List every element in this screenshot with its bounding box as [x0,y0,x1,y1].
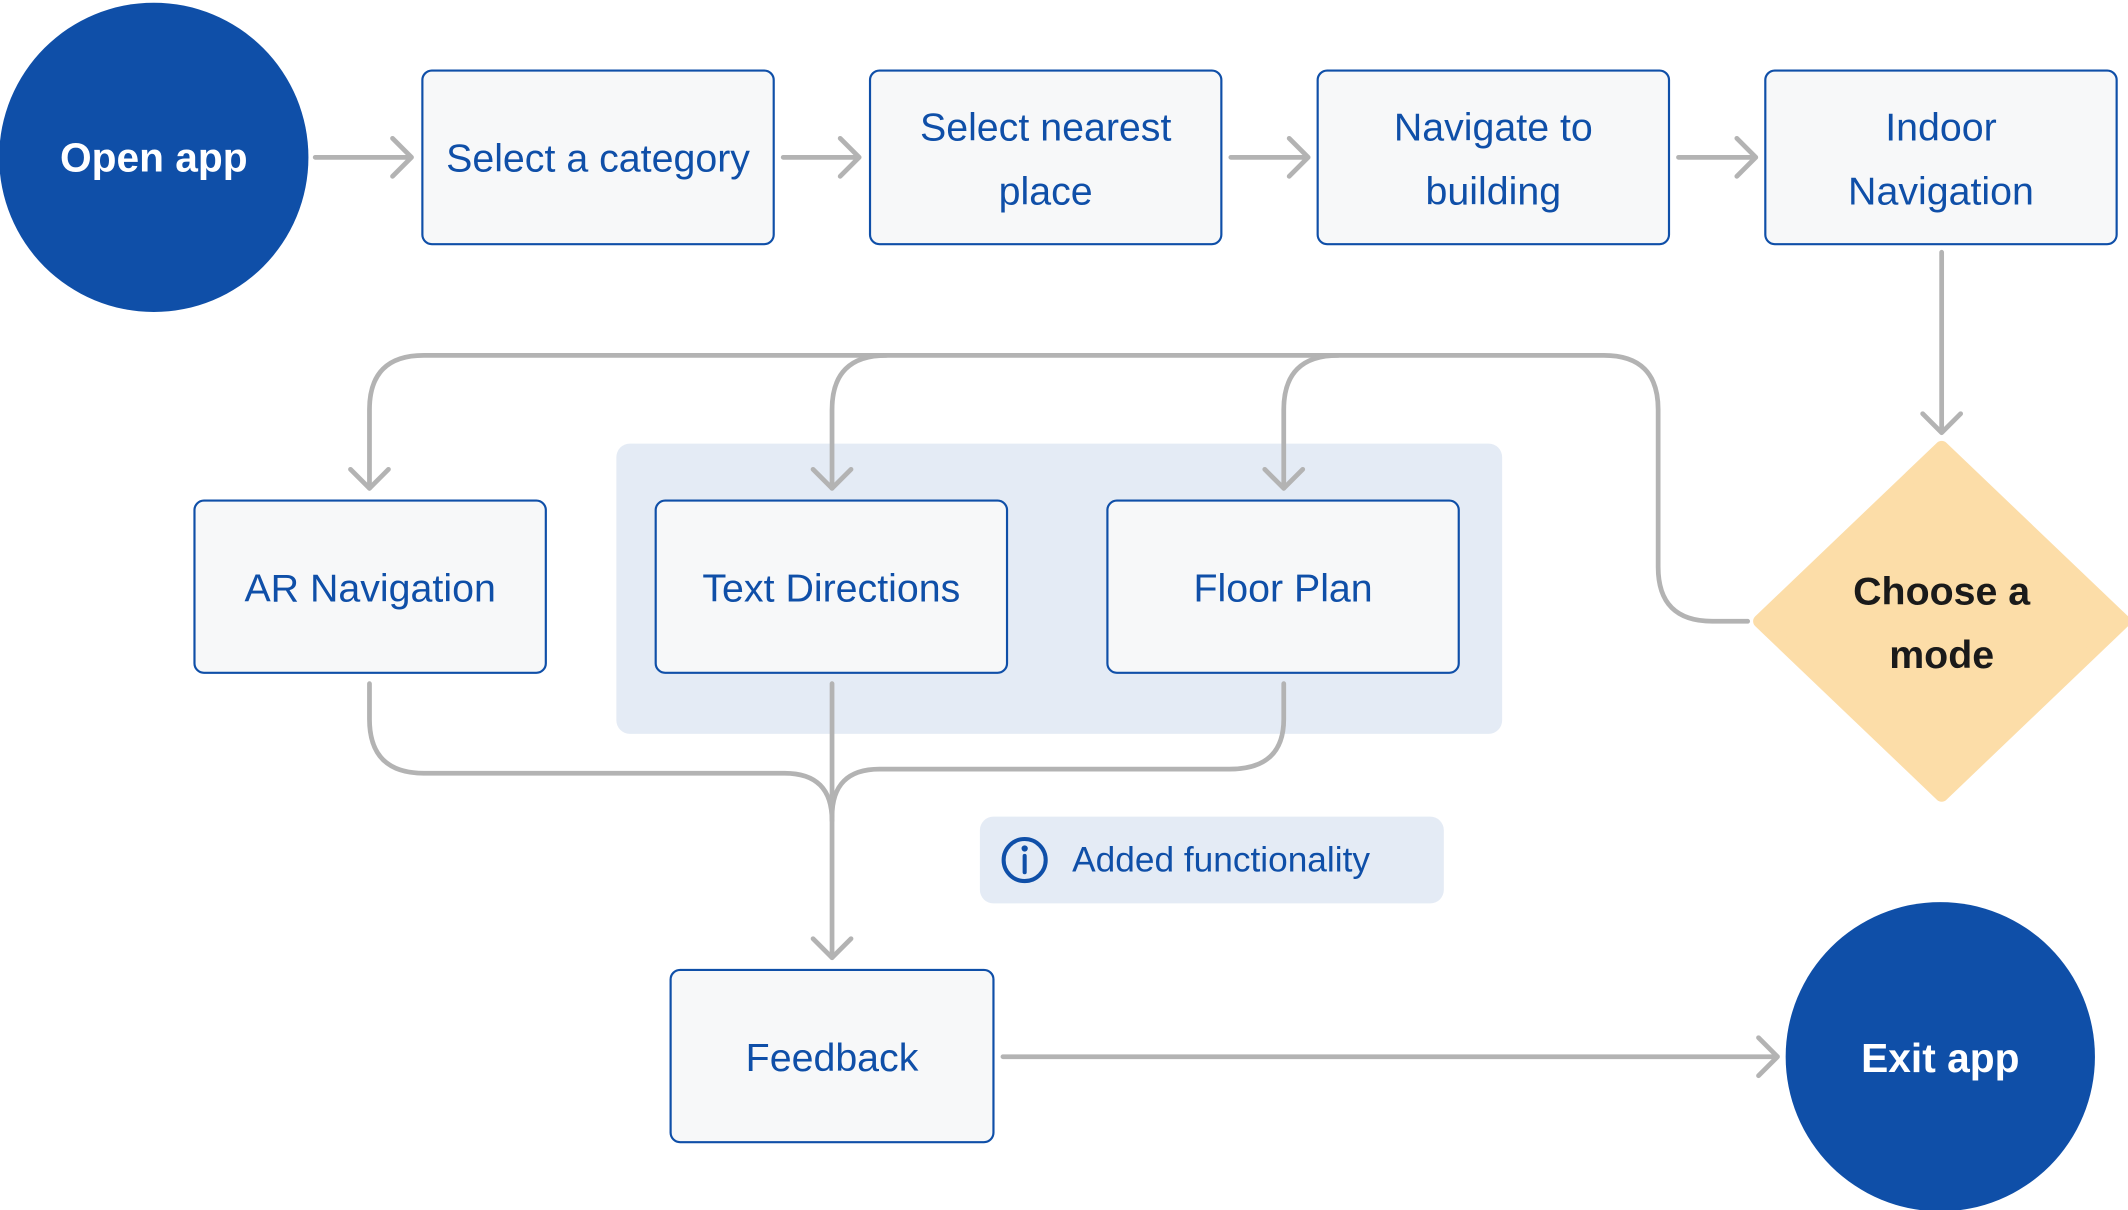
branch-to-floor-plan [1281,353,1341,491]
floor-plan-label: Floor Plan [1193,567,1372,611]
navigate-building-label-line1: Navigate to [1394,106,1593,150]
select-category-label: Select a category [446,137,750,181]
select-place-label-line1: Select nearest [920,106,1171,150]
legend-box [979,816,1444,904]
arrow-to-text-directions [810,466,854,491]
choose-mode-node: Choose a mode [1753,440,2128,802]
arrow-feedback-to-exit [1000,1035,1780,1079]
open-app-node: Open app [0,2,309,312]
exit-app-node: Exit app [1785,902,2095,1210]
arrow-open-to-category [312,135,414,179]
branch-to-text-directions [829,353,889,491]
legend: Added functionality [979,816,1444,904]
exit-app-label: Exit app [1861,1035,2019,1081]
arrow-to-feedback [810,936,854,961]
arrow-to-ar-navigation [348,466,391,491]
navigate-building-label-line2: building [1426,169,1562,213]
arrow-to-floor-plan [1262,466,1306,491]
select-category-node: Select a category [421,69,775,246]
choose-mode-label-line2: mode [1889,633,1994,677]
merge-ar-to-feedback [367,681,835,824]
open-app-label: Open app [60,134,248,180]
choose-mode-label-line1: Choose a [1853,569,2031,613]
legend-label: Added functionality [1072,841,1370,880]
branch-choose-to-modes [367,353,1751,624]
text-directions-node: Text Directions [654,499,1009,674]
ar-navigation-node: AR Navigation [193,499,547,674]
floor-plan-node: Floor Plan [1106,499,1460,674]
arrow-indoor-to-choose [1920,249,1964,436]
arrow-place-to-building [1228,135,1311,179]
text-directions-label: Text Directions [702,567,960,611]
select-place-label-line2: place [999,169,1093,213]
indoor-navigation-node: Indoor Navigation [1764,69,2118,246]
arrow-category-to-place [780,135,862,179]
merge-floor-to-feedback [829,681,1287,819]
connectors [312,135,1964,1079]
feedback-node: Feedback [669,968,995,1144]
indoor-navigation-label-line2: Navigation [1848,169,2034,213]
feedback-label: Feedback [746,1036,919,1080]
indoor-navigation-label-line1: Indoor [1885,106,1997,150]
select-place-node: Select nearest place [868,69,1223,246]
info-icon [1001,836,1048,884]
arrow-building-to-indoor [1676,135,1759,179]
navigate-building-node: Navigate to building [1316,69,1671,246]
ar-navigation-label: AR Navigation [244,567,495,611]
